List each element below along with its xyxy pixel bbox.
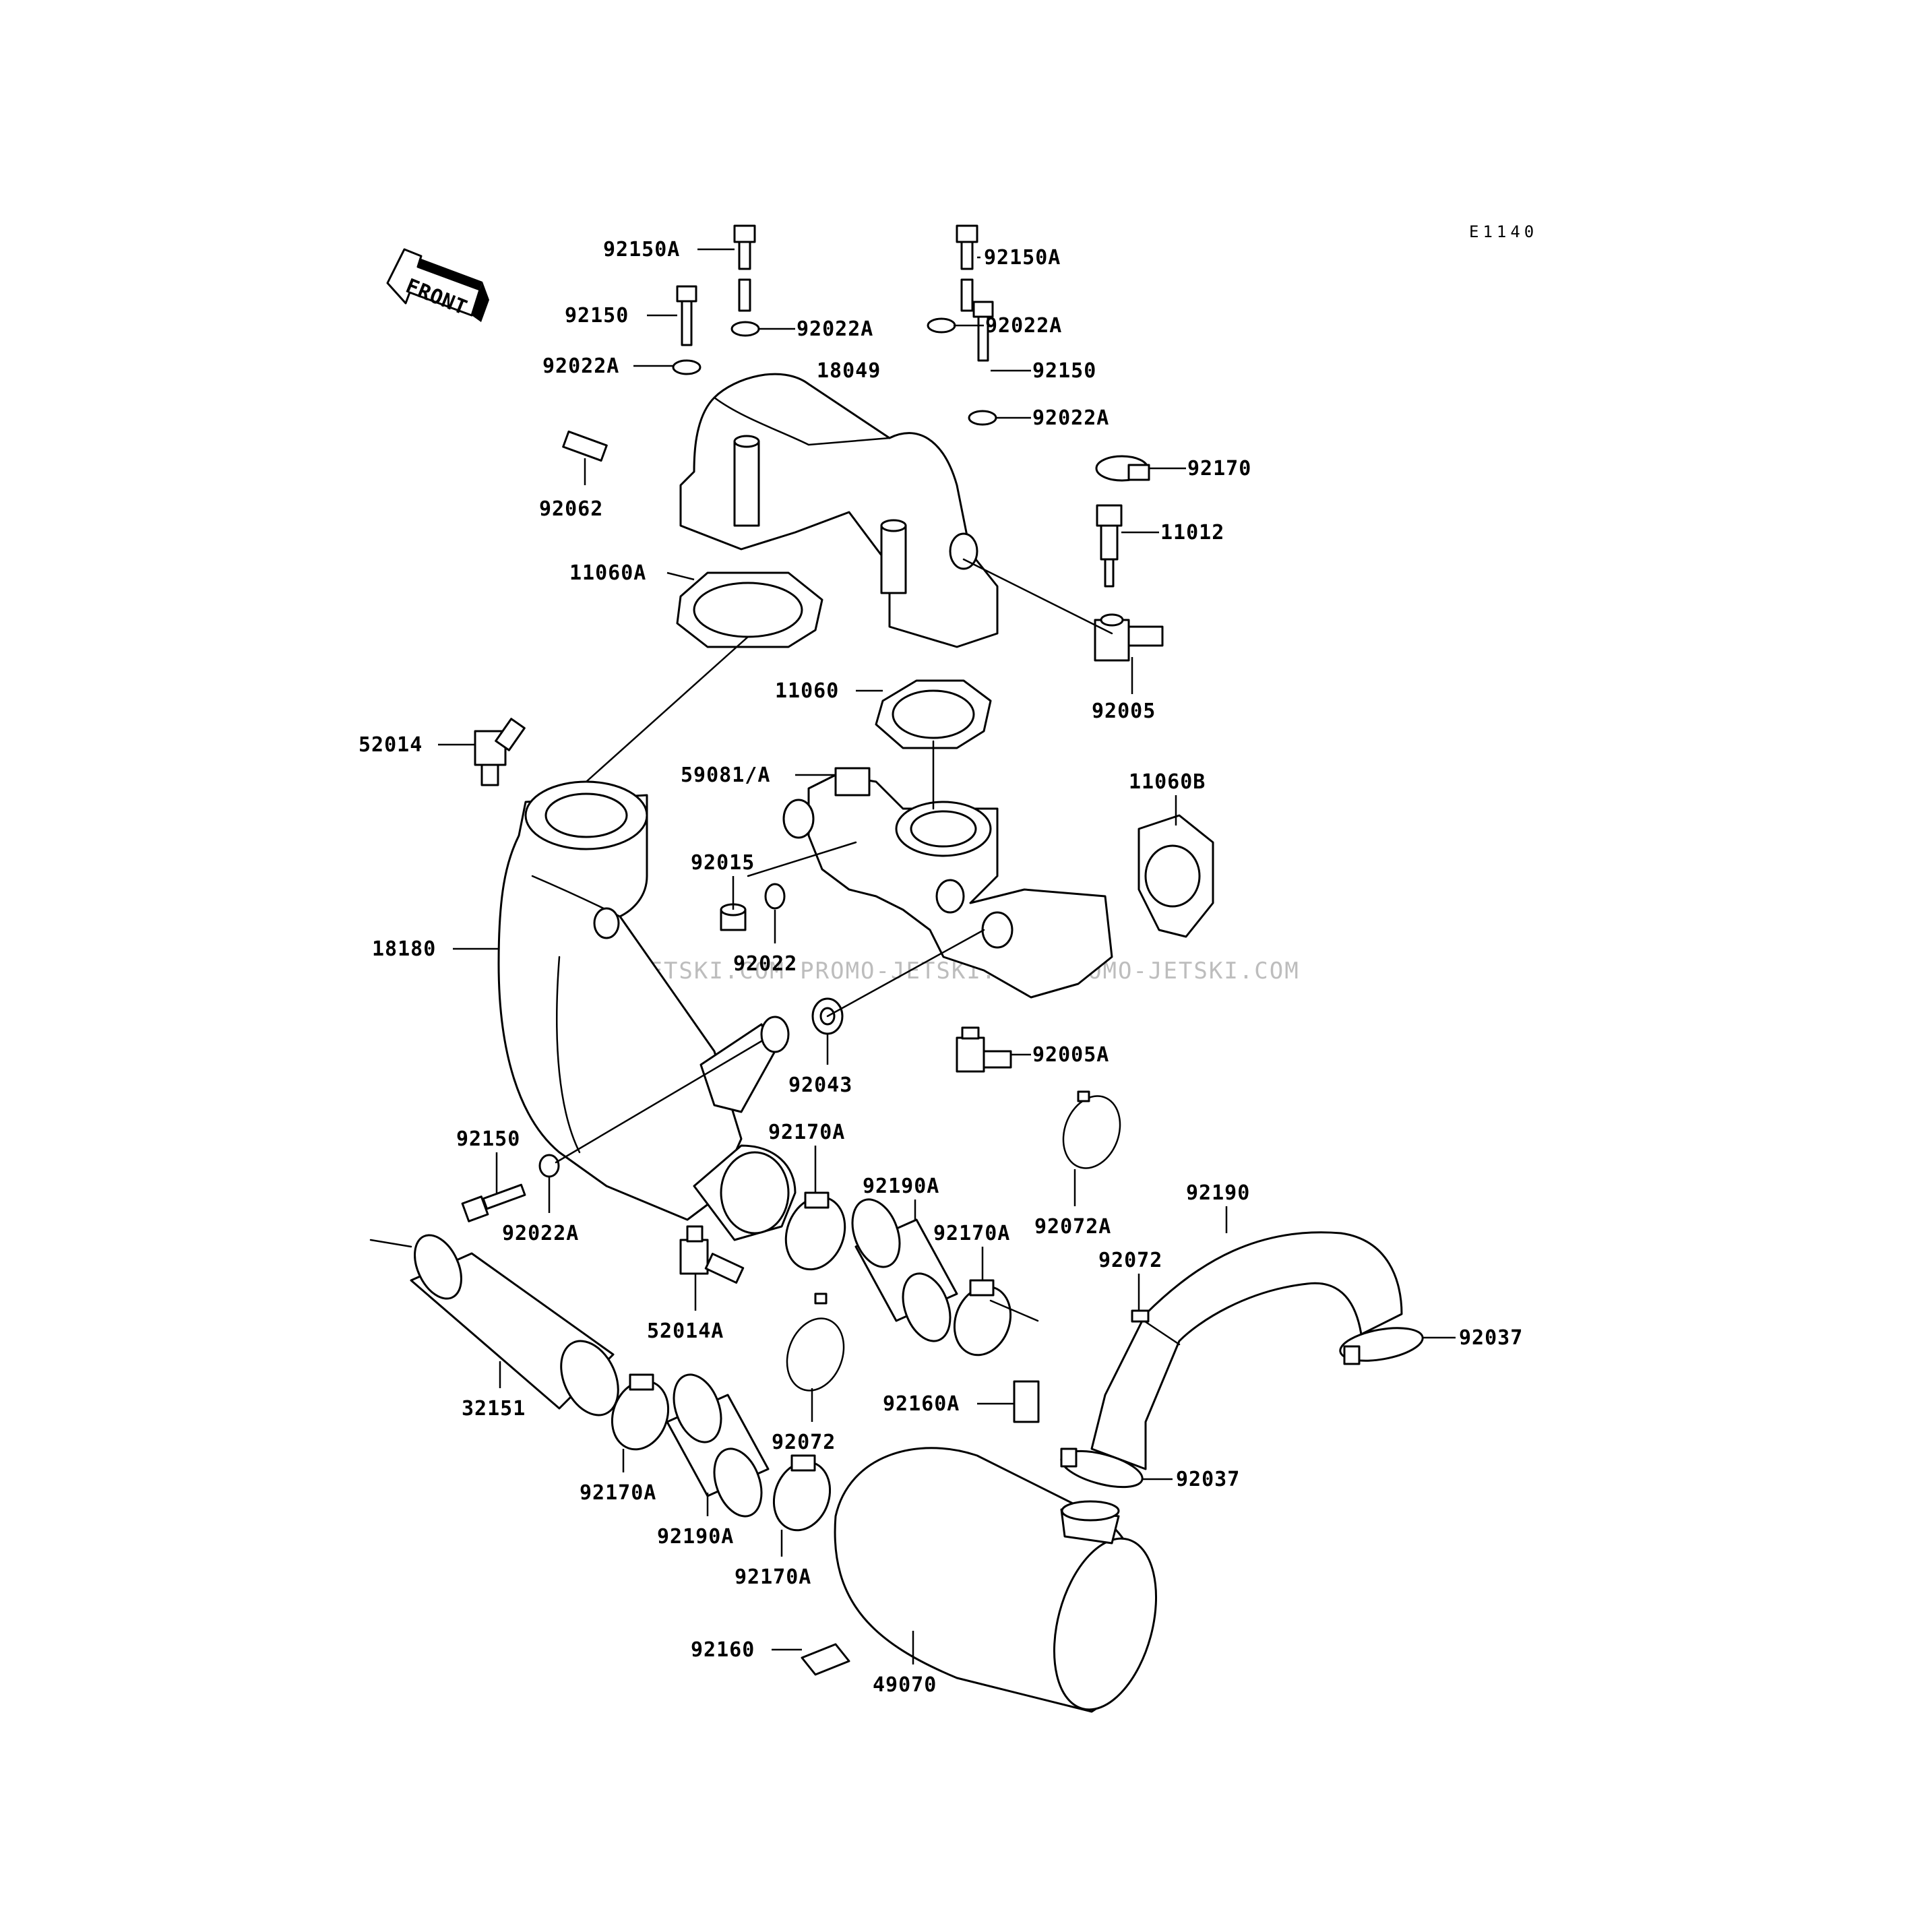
manifold-59081A: [782, 767, 1113, 999]
callout-92022A: 92022A: [985, 314, 1062, 338]
hose-92190A-upper: [851, 1198, 958, 1342]
leader-lines: [369, 248, 1456, 1664]
gasket-11060B: [1138, 814, 1214, 938]
callout-92160A: 92160A: [883, 1392, 960, 1416]
callout-92170A: 92170A: [580, 1481, 656, 1505]
bolt-92150-left: [676, 285, 697, 346]
gasket-11060: [875, 679, 992, 749]
elbow-fitting-52014A: [679, 1225, 745, 1284]
band-92072-lower: [786, 1292, 845, 1392]
callout-92005A: 92005A: [1032, 1043, 1109, 1067]
washer-92022A-4: [968, 410, 997, 426]
callout-92190A: 92190A: [863, 1175, 939, 1198]
callout-52014: 52014: [359, 733, 423, 757]
callout-52014A: 52014A: [647, 1319, 724, 1343]
callout-92072: 92072: [772, 1431, 836, 1454]
washer-92022A-2: [672, 359, 702, 375]
callout-92150: 92150: [1032, 359, 1096, 383]
callout-11060: 11060: [775, 679, 839, 703]
callout-92160: 92160: [691, 1638, 755, 1662]
tail-pipe-32151: [410, 1234, 619, 1416]
callout-92072A: 92072A: [1034, 1215, 1111, 1239]
callout-92005: 92005: [1092, 699, 1156, 723]
fitting-92005: [1094, 613, 1164, 662]
callout-92150A: 92150A: [984, 246, 1061, 270]
clamp-92037-lower: [1060, 1447, 1144, 1489]
callout-92150: 92150: [456, 1127, 520, 1151]
callout-92015: 92015: [691, 851, 755, 875]
callout-92150A: 92150A: [603, 238, 680, 261]
diagram-code: E1140: [1469, 222, 1538, 241]
callout-92022A: 92022A: [502, 1222, 579, 1245]
bolt-92150A-left: [733, 224, 756, 312]
bolt-92150A-right: [956, 224, 978, 312]
callout-92062: 92062: [539, 497, 603, 521]
clamp-92170: [1095, 455, 1150, 482]
callout-92170A: 92170A: [735, 1565, 811, 1589]
gasket-11060A: [676, 571, 823, 648]
callout-92072: 92072: [1098, 1249, 1162, 1272]
hose-92190: [1090, 1231, 1403, 1470]
callout-92022A: 92022A: [797, 317, 873, 341]
callout-92190A: 92190A: [657, 1525, 734, 1549]
clamp-92037-upper: [1339, 1327, 1424, 1365]
clamp-92170A-4: [772, 1454, 832, 1532]
callout-18180: 18180: [372, 937, 436, 961]
callout-92170A: 92170A: [933, 1222, 1010, 1245]
callout-11060B: 11060B: [1129, 770, 1206, 794]
washer-92022: [764, 883, 786, 910]
tee-fitting-92005A: [956, 1026, 1012, 1073]
washer-92022A-3: [927, 317, 956, 334]
sensor-11012: [1096, 504, 1123, 588]
exhaust-chamber-18180: [497, 780, 797, 1241]
clamp-92170A-3: [611, 1373, 670, 1451]
callout-92170A: 92170A: [768, 1121, 845, 1144]
callout-92170: 92170: [1187, 457, 1251, 480]
callout-11012: 11012: [1160, 521, 1224, 544]
band-92072A: [1062, 1090, 1121, 1169]
callout-92022A: 92022A: [1032, 406, 1109, 430]
callout-92022: 92022: [733, 952, 797, 976]
elbow-fitting-52014: [474, 718, 526, 786]
washer-92022A-5: [538, 1154, 560, 1178]
callout-18049: 18049: [817, 359, 881, 383]
callout-92022A: 92022A: [542, 354, 619, 378]
callout-92037: 92037: [1176, 1468, 1240, 1491]
plug-92062: [562, 430, 608, 462]
bolt-92150-lower: [461, 1183, 526, 1222]
callout-32151: 32151: [462, 1397, 526, 1421]
front-arrow-icon: FRONT: [386, 248, 489, 322]
clamp-92170A-1: [784, 1191, 846, 1271]
callout-92043: 92043: [788, 1073, 852, 1097]
muffler-49070: [834, 1447, 1158, 1713]
callout-92037: 92037: [1459, 1326, 1523, 1350]
callout-59081A: 59081/A: [681, 764, 770, 787]
pad-92160: [801, 1643, 850, 1676]
callout-11060A: 11060A: [569, 561, 646, 585]
callout-92190: 92190: [1186, 1181, 1250, 1205]
bolt-92150-right: [972, 301, 994, 362]
washer-92022A-1: [730, 321, 760, 337]
callout-92150: 92150: [565, 304, 629, 328]
hose-92190A-lower: [666, 1373, 770, 1518]
pad-92160A: [1013, 1380, 1040, 1423]
callout-49070: 49070: [873, 1673, 937, 1697]
